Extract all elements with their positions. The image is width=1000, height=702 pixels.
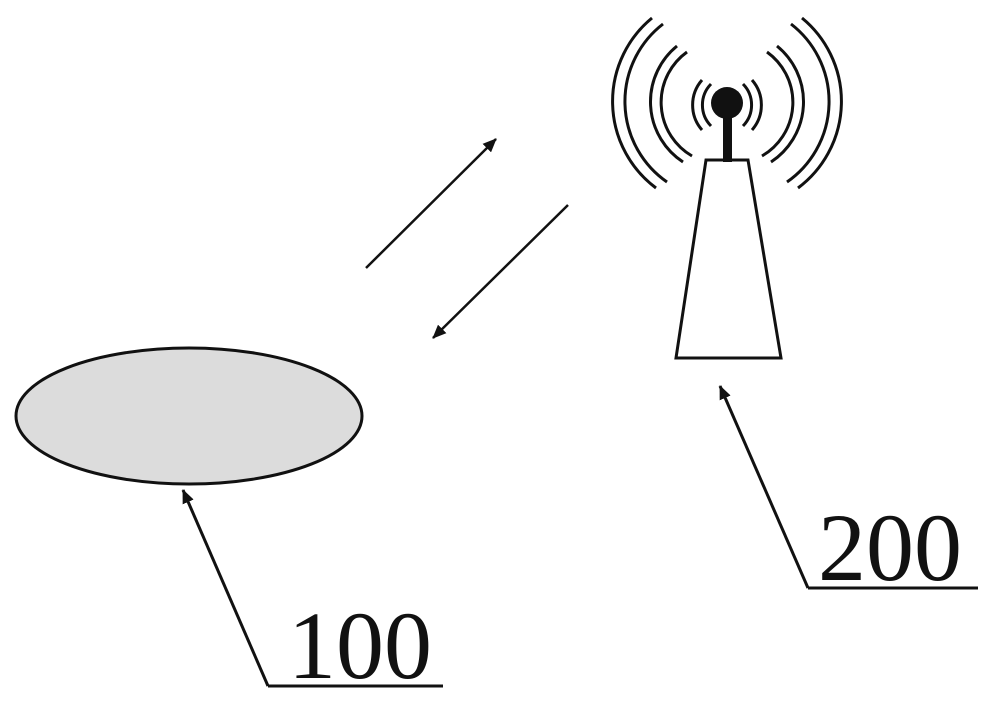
uplink-arrow: [365, 138, 497, 269]
base-station-tower: [611, 16, 843, 360]
antenna-mast: [723, 112, 732, 162]
label-terminal: 100: [288, 592, 432, 699]
label-base-station: 200: [818, 494, 962, 601]
signal-waves-left-icon: [611, 16, 713, 190]
signal-waves-right-icon: [741, 16, 843, 190]
terminal-device: [14, 346, 364, 486]
downlink-arrow: [432, 204, 569, 339]
leader-100: [181, 489, 443, 688]
leader-200: [718, 385, 978, 590]
antenna-ball-icon: [711, 87, 743, 119]
tower-body: [674, 158, 783, 360]
